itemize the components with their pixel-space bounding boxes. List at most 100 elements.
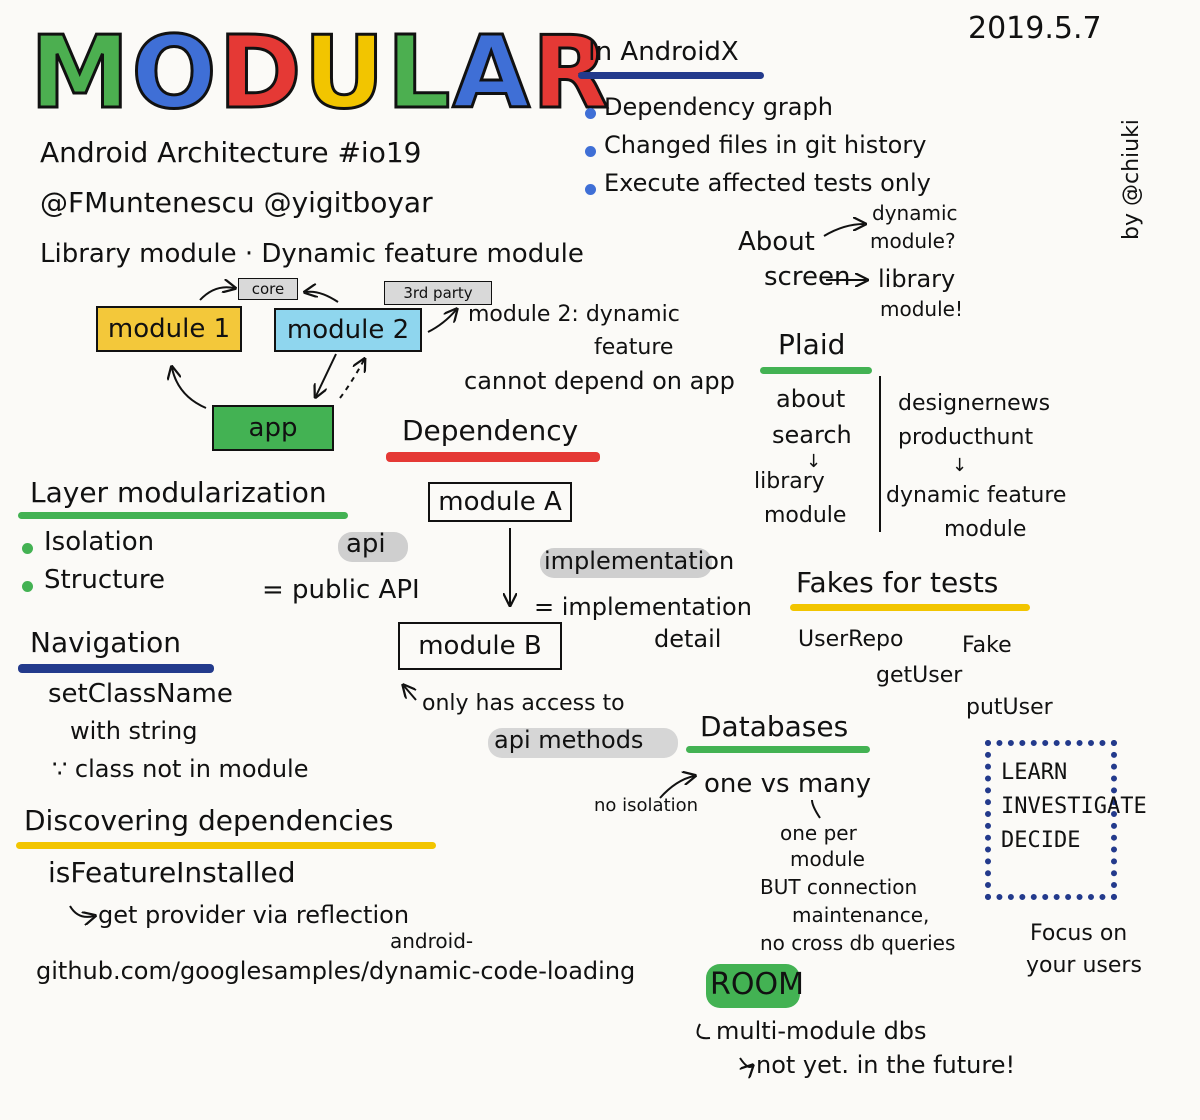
url-link: github.com/googlesamples/dynamic-code-lo… (36, 957, 636, 985)
third-party-tag: 3rd party (384, 281, 492, 305)
about-dynamic: dynamic (872, 201, 958, 225)
module1-box: module 1 (96, 306, 242, 352)
arrow-room-1 (696, 1023, 711, 1040)
navigation-line: setClassName (48, 679, 233, 709)
fakes-underline (790, 604, 1030, 611)
discovering-heading: Discovering dependencies (24, 804, 394, 837)
plaid-left-2: ↓ (806, 451, 822, 472)
plaid-underline (760, 367, 872, 374)
androidx-heading: In AndroidX (588, 37, 739, 67)
layer-heading: Layer modularization (30, 476, 327, 509)
title-letter: M (29, 14, 132, 131)
fakes-repo: UserRepo (798, 627, 904, 652)
module2-note-app: cannot depend on app (464, 367, 735, 395)
arrow-no-isolation (659, 776, 694, 799)
plaid-left-0: about (776, 385, 846, 413)
bullet-icon (22, 581, 33, 592)
module2-note: module 2: dynamic (468, 302, 680, 327)
db-one-vs-many: one vs many (704, 769, 871, 799)
impl-highlight (540, 548, 712, 578)
room-line: not yet. in the future! (756, 1051, 1016, 1079)
about-module-a: module! (880, 297, 963, 321)
plaid-right-3: dynamic feature (886, 483, 1067, 508)
db-no-cross: no cross db queries (760, 931, 956, 955)
api-label: api (346, 529, 386, 559)
fakes-get: getUser (876, 663, 963, 688)
api-highlight (338, 532, 408, 562)
title-letter: L (385, 14, 453, 131)
impl-desc: = implementation (534, 593, 752, 621)
databases-underline (686, 746, 870, 753)
date-label: 2019.5.7 (968, 11, 1102, 46)
screen-label: screen (764, 262, 851, 292)
impl-detail: detail (654, 625, 722, 653)
arrow-many (811, 799, 821, 819)
title-letter: D (217, 14, 304, 131)
arrow-app-module2-dashed (339, 360, 364, 399)
module2-note-feature: feature (594, 335, 674, 360)
access-api-methods: api methods (494, 726, 644, 754)
androidx-item: Dependency graph (604, 93, 833, 121)
androidx-item: Execute affected tests only (604, 169, 931, 197)
app-box: app (212, 405, 334, 451)
arrow-module1-core (199, 287, 234, 301)
page-title: MODULAR (29, 14, 611, 131)
title-letter: U (302, 14, 387, 131)
module-types: Library module · Dynamic feature module (40, 239, 584, 269)
dependency-heading: Dependency (402, 414, 579, 447)
fakes-put: putUser (966, 695, 1053, 720)
plaid-left-4: module (764, 503, 847, 528)
arrow-module2-note (427, 310, 456, 333)
api-desc: = public API (262, 575, 420, 605)
title-letter: O (130, 14, 219, 131)
db-one-per: one per (780, 821, 857, 845)
db-no-isolation: no isolation (594, 795, 699, 816)
discovering-underline (16, 842, 436, 849)
layer-item: Isolation (44, 527, 155, 557)
plaid-right-1: producthunt (898, 425, 1034, 450)
androidx-item: Changed files in git history (604, 131, 927, 159)
navigation-heading: Navigation (30, 626, 182, 659)
databases-heading: Databases (700, 710, 849, 743)
learn-item: LEARN (1001, 760, 1068, 785)
arrow-about-dynamic (823, 224, 864, 237)
plaid-right-0: designernews (898, 391, 1051, 416)
speakers: @FMuntenescu @yigitboyar (40, 186, 433, 219)
learn-item: DECIDE (1001, 828, 1081, 854)
db-but: BUT connection (760, 875, 918, 899)
room-highlight (706, 964, 800, 1008)
impl-label: implementation (544, 547, 735, 575)
about-library: library (878, 265, 956, 293)
navigation-line: with string (70, 717, 198, 745)
room-heading: ROOM (710, 967, 804, 1002)
layer-underline (18, 512, 348, 519)
bullet-icon (585, 184, 596, 195)
discovering-line: get provider via reflection (98, 901, 410, 929)
plaid-heading: Plaid (778, 328, 846, 361)
room-line: multi-module dbs (716, 1017, 927, 1045)
db-maintenance: maintenance, (792, 903, 930, 927)
plaid-right-2: ↓ (952, 455, 968, 476)
fakes-heading: Fakes for tests (796, 566, 999, 599)
module-a-box: module A (428, 482, 572, 522)
androidx-underline (578, 72, 764, 79)
navigation-underline (18, 664, 214, 673)
focus-line: Focus on (1030, 921, 1128, 946)
arrow-access (404, 686, 417, 701)
access-note: only has access to (422, 691, 625, 716)
discovering-line: isFeatureInstalled (48, 856, 296, 889)
dependency-underline (386, 452, 600, 462)
subtitle: Android Architecture #io19 (40, 136, 422, 169)
fakes-fake: Fake (962, 633, 1012, 658)
navigation-line: ∵ class not in module (52, 755, 309, 783)
title-letter: A (451, 14, 532, 131)
bullet-icon (22, 543, 33, 554)
arrow-app-module1 (172, 368, 207, 409)
module2-box: module 2 (274, 308, 422, 352)
module-b-box: module B (398, 622, 562, 670)
focus-line: your users (1026, 953, 1142, 978)
url-android: android- (390, 929, 474, 953)
layer-item: Structure (44, 565, 165, 595)
arrow-module2-app (316, 353, 337, 396)
bullet-icon (585, 108, 596, 119)
